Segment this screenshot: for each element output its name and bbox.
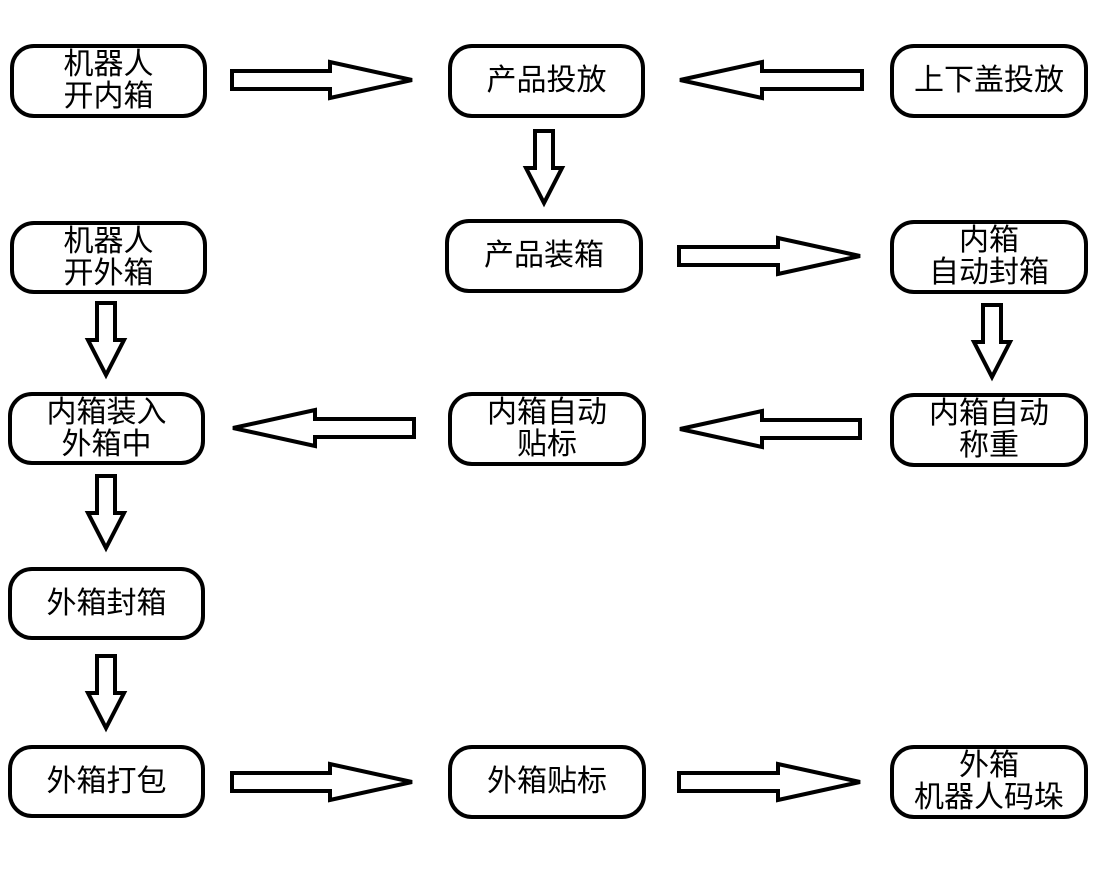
node-inner-into-outer: 内箱装入 外箱中 bbox=[8, 392, 205, 465]
node-text: 机器人 bbox=[63, 47, 154, 82]
arrow-product-placement-to-product-boxing bbox=[522, 129, 566, 208]
node-text: 开外箱 bbox=[63, 255, 154, 291]
node-text: 内箱装入 bbox=[46, 394, 167, 430]
arrow-lid-placement-to-product-placement bbox=[679, 59, 864, 101]
arrow-outer-seal-to-outer-pack bbox=[84, 654, 128, 733]
node-text: 内箱自动 bbox=[487, 395, 607, 430]
arrow-inner-auto-label-to-inner-into-outer bbox=[232, 407, 416, 449]
node-text: 外箱中 bbox=[61, 426, 152, 462]
node-inner-auto-label: 内箱自动 贴标 bbox=[448, 392, 646, 466]
node-text: 产品投放 bbox=[486, 63, 607, 98]
node-text: 内箱 bbox=[959, 223, 1019, 258]
node-outer-seal: 外箱封箱 bbox=[8, 567, 205, 640]
node-text: 外箱 bbox=[959, 748, 1019, 783]
node-text: 机器人 bbox=[63, 223, 154, 259]
node-product-boxing: 产品装箱 bbox=[445, 219, 643, 293]
node-text: 外箱打包 bbox=[46, 763, 167, 799]
node-outer-pack: 外箱打包 bbox=[8, 745, 205, 818]
node-lid-placement: 上下盖投放 bbox=[890, 44, 1088, 118]
node-text: 贴标 bbox=[517, 427, 577, 462]
node-text: 外箱封箱 bbox=[46, 585, 167, 621]
node-text: 外箱贴标 bbox=[487, 764, 607, 799]
arrow-robot-open-inner-to-product-placement bbox=[230, 59, 413, 101]
node-outer-label: 外箱贴标 bbox=[448, 745, 646, 819]
node-text: 机器人码垛 bbox=[914, 780, 1064, 815]
arrow-inner-into-outer-to-outer-seal bbox=[84, 474, 128, 553]
arrow-inner-auto-seal-to-inner-auto-weigh bbox=[970, 303, 1014, 382]
node-text: 自动封箱 bbox=[929, 255, 1049, 290]
node-robot-open-inner: 机器人 开内箱 bbox=[10, 44, 207, 118]
node-robot-open-outer: 机器人 开外箱 bbox=[10, 221, 207, 294]
arrow-robot-open-outer-to-inner-into-outer bbox=[84, 301, 128, 380]
node-text: 内箱自动 bbox=[929, 396, 1049, 431]
node-text: 产品装箱 bbox=[484, 238, 604, 273]
node-text: 开内箱 bbox=[63, 79, 154, 114]
node-inner-auto-weigh: 内箱自动 称重 bbox=[890, 393, 1088, 467]
arrow-inner-auto-weigh-to-inner-auto-label bbox=[679, 408, 862, 450]
node-text: 上下盖投放 bbox=[914, 63, 1064, 98]
node-product-placement: 产品投放 bbox=[448, 44, 645, 118]
node-outer-palletize: 外箱 机器人码垛 bbox=[890, 745, 1088, 819]
arrow-outer-pack-to-outer-label bbox=[230, 761, 413, 803]
node-inner-auto-seal: 内箱 自动封箱 bbox=[890, 220, 1088, 294]
arrow-product-boxing-to-inner-auto-seal bbox=[677, 235, 861, 277]
arrow-outer-label-to-outer-palletize bbox=[677, 761, 861, 803]
node-text: 称重 bbox=[959, 428, 1019, 463]
